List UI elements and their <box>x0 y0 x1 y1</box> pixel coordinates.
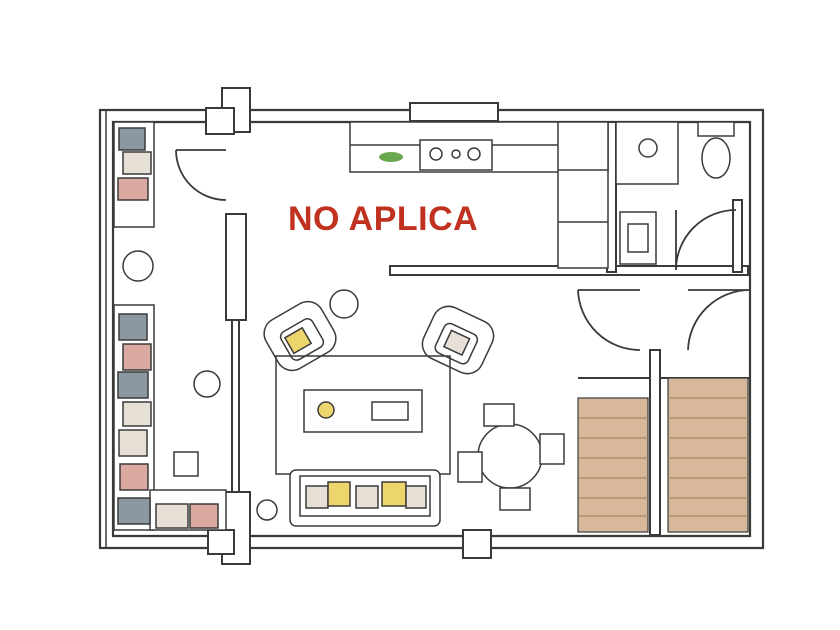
bathroom-fixtures <box>615 121 735 265</box>
structural-pillars <box>205 87 499 565</box>
dining-set <box>457 403 565 511</box>
door-swings <box>175 149 751 351</box>
round-tables <box>122 250 359 521</box>
built-in-bench <box>113 121 227 531</box>
staircase <box>577 377 749 533</box>
sofa <box>289 469 441 527</box>
armchairs <box>263 300 495 375</box>
kitchen-counter <box>349 121 609 269</box>
no-aplica-stamp: NO APLICA <box>288 200 479 238</box>
living-area <box>275 355 451 475</box>
